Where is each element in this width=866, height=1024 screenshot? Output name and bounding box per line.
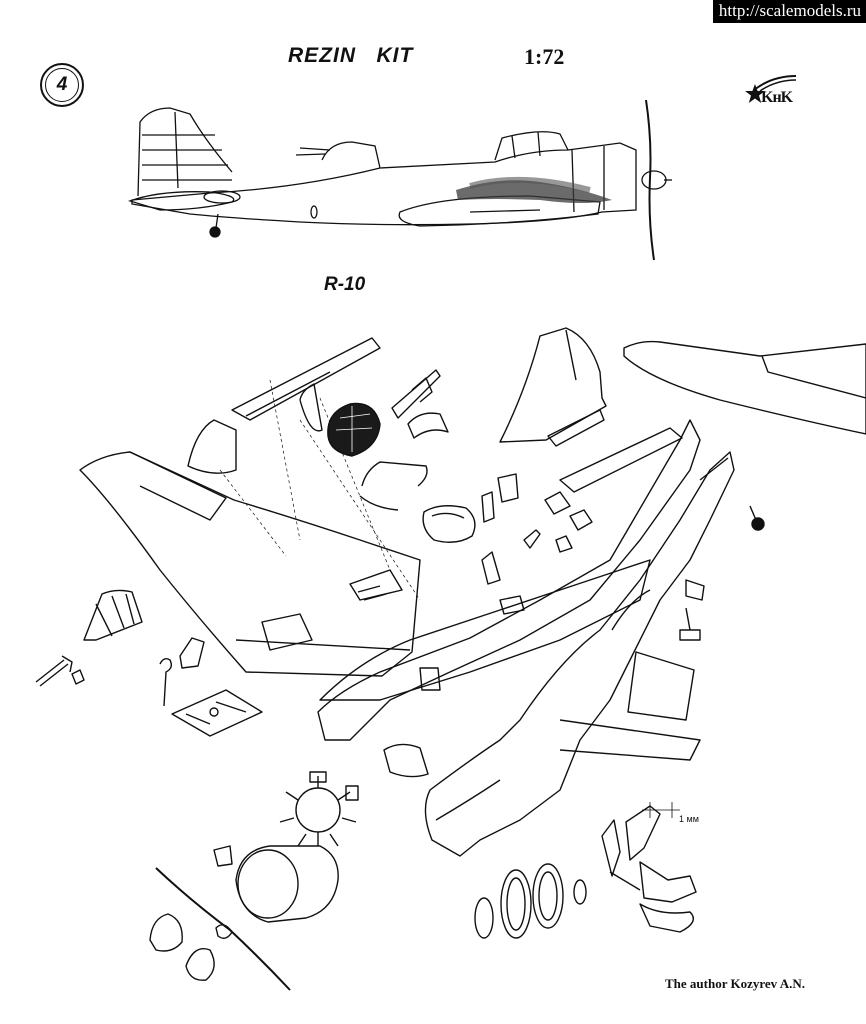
kit-title: REZIN KIT — [288, 44, 414, 67]
step-number-badge: 4 — [40, 63, 84, 107]
fuselage-left-half — [318, 420, 700, 740]
brand-logo-text: KнK — [761, 89, 793, 106]
radial-engine-part — [280, 772, 358, 846]
dimension-label: 1 мм — [679, 814, 699, 824]
fuselage-right-half — [425, 452, 734, 856]
author-credit: The author Kozyrev A.N. — [665, 976, 805, 991]
model-name: R-10 — [324, 274, 366, 295]
left-wing-part — [80, 452, 420, 676]
logo-wing-lines — [753, 75, 797, 92]
aircraft-side-profile — [0, 0, 866, 300]
vertical-fin-part — [500, 328, 606, 442]
star-brand-logo-icon — [745, 84, 765, 103]
horizontal-stabilizer-part — [624, 342, 866, 434]
watermark-url: http://scalemodels.ru — [712, 0, 866, 23]
scale-label: 1:72 — [524, 44, 565, 69]
